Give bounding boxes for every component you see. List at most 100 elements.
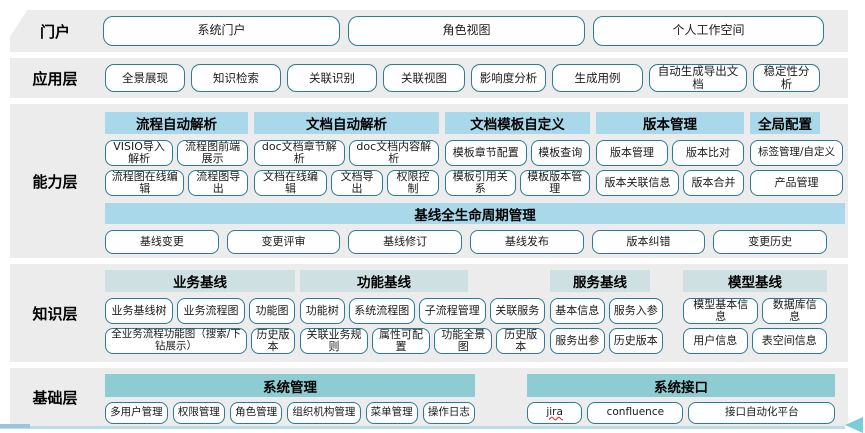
capability-box: 标签管理/自定义 [750,140,843,166]
app-box: 全景展现 [105,64,185,92]
app-box: 关联视图 [383,64,465,92]
capability-box: doc文档章节解析 [254,140,345,166]
portal-box: 个人工作空间 [593,16,824,46]
knowledge-box: 历史版本 [251,328,295,354]
knowledge-box: 关联业务规则 [300,328,368,354]
baseline-box: 基线修订 [348,230,463,254]
baseline-box: 变更历史 [713,230,828,254]
capability-box: 版本关联信息 [596,170,679,196]
knowledge-box: 业务基线树 [105,298,173,324]
knowledge-box: 服务出参 [550,328,605,354]
app-box: 稳定性分析 [753,64,820,92]
knowledge-group-function: 功能基线 功能树 系统流程图 子流程管理 关联服务 关联业务规则 属性可配置 功… [300,270,545,354]
app-box: 知识检索 [191,64,281,92]
knowledge-group-service: 服务基线 基本信息 服务入参 服务出参 历史版本 [550,270,663,354]
knowledge-box: 模型基本信息 [683,298,759,324]
capability-box: 产品管理 [750,170,843,196]
capability-box: VISIO导入解析 [105,140,174,166]
layer-portal: 门户 系统门户 角色视图 个人工作空间 [10,10,848,52]
knowledge-box: 表空间信息 [751,328,827,354]
foundation-group-system-mgmt: 系统管理 多用户管理 权限管理 角色管理 组织机构管理 菜单管理 操作日志 [105,374,475,424]
capability-box: 版本合并 [683,170,744,196]
foundation-box: 角色管理 [230,402,283,424]
baseline-lifecycle-header: 基线全生命周期管理 [105,203,845,224]
foundation-box: 多用户管理 [105,402,168,424]
knowledge-group-business: 业务基线 业务基线树 业务流程图 功能图 全业务流程功能图（搜索/下钻展示） 历… [105,270,295,354]
foundation-box: 权限管理 [172,402,225,424]
capability-box: 模板引用关系 [445,170,516,196]
capability-group-process-parse: 流程自动解析 VISIO导入解析 流程图前端展示 流程图在线编辑 流程图导出 [105,112,248,196]
capability-group-doc-parse: 文档自动解析 doc文档章节解析 doc文档内容解析 文档在线编辑 文档导出 权… [254,112,439,196]
capability-group-template: 文档模板自定义 模板章节配置 模板查询 模板引用关系 模板版本管理 [445,112,590,196]
foundation-group-system-interface: 系统接口 jira confluence 接口自动化平台 [527,374,835,424]
knowledge-box: 功能全景图 [434,328,493,354]
knowledge-box: 数据库信息 [762,298,827,324]
layer-application: 应用层 全景展现 知识检索 关联识别 关联视图 影响度分析 生成用例 自动生成导… [10,58,848,98]
knowledge-box: 功能图 [249,298,295,324]
foundation-box: 接口自动化平台 [688,402,835,424]
foundation-box: 操作日志 [422,402,475,424]
capability-box: 文档在线编辑 [254,170,327,196]
foundation-box: 组织机构管理 [287,402,361,424]
knowledge-box: 用户信息 [683,328,748,354]
baseline-box: 基线发布 [470,230,584,254]
knowledge-group-header: 业务基线 [105,270,295,292]
knowledge-box: 业务流程图 [177,298,245,324]
knowledge-group-header: 模型基线 [683,270,827,292]
capability-group-header: 流程自动解析 [105,112,248,134]
layer-foundation: 基础层 系统管理 多用户管理 权限管理 角色管理 组织机构管理 菜单管理 操作日… [10,368,848,426]
capability-box: 流程图导出 [188,170,248,196]
bottom-divider-line [0,426,845,429]
knowledge-box: 历史版本 [496,328,545,354]
layer-label-knowledge: 知识层 [32,304,78,323]
baseline-box: 基线变更 [105,230,219,254]
capability-box: doc文档内容解析 [348,140,439,166]
slide-corner-cut [0,0,34,52]
capability-group-header: 全局配置 [750,112,820,134]
app-box: 自动生成导出文档 [649,64,747,92]
layer-label-portal: 门户 [39,22,70,41]
capability-group-header: 文档自动解析 [254,112,439,134]
foundation-box-jira: jira [527,402,583,424]
foundation-box: 菜单管理 [365,402,418,424]
knowledge-box: 全业务流程功能图（搜索/下钻展示） [105,328,248,354]
layer-label-foundation: 基础层 [32,388,78,407]
capability-box: 模板章节配置 [445,140,527,166]
capability-box: 权限控制 [387,170,439,196]
knowledge-box: 关联服务 [489,298,545,324]
foundation-group-header: 系统接口 [527,374,835,397]
knowledge-box: 子流程管理 [419,298,486,324]
knowledge-box: 基本信息 [550,298,605,324]
knowledge-box: 服务入参 [608,298,663,324]
baseline-box: 版本纠错 [591,230,706,254]
capability-box: 模板版本管理 [519,170,590,196]
app-box: 生成用例 [552,64,643,92]
capability-box: 流程图前端展示 [177,140,248,166]
capability-group-header: 版本管理 [596,112,744,134]
layer-knowledge: 知识层 业务基线 业务基线树 业务流程图 功能图 全业务流程功能图（搜索/下钻展… [10,264,848,362]
knowledge-group-header: 功能基线 [300,270,468,292]
knowledge-box: 属性可配置 [371,328,431,354]
bottom-divider-line-cap [0,424,30,428]
capability-box: 文档导出 [331,170,383,196]
knowledge-group-header: 服务基线 [550,270,650,292]
layer-label-application: 应用层 [32,69,78,88]
layer-label-capability: 能力层 [32,172,78,191]
knowledge-box: 历史版本 [608,328,663,354]
app-box: 影响度分析 [471,64,546,92]
capability-box: 模板查询 [530,140,590,166]
knowledge-box: 系统流程图 [348,298,415,324]
capability-group-header: 文档模板自定义 [445,112,590,134]
foundation-box: confluence [587,402,684,424]
app-box: 关联识别 [287,64,377,92]
capability-box: 流程图在线编辑 [105,170,185,196]
capability-group-version: 版本管理 版本管理 版本比对 版本关联信息 版本合并 [596,112,744,196]
layer-capability: 能力层 流程自动解析 VISIO导入解析 流程图前端展示 流程图在线编辑 流程图… [10,104,848,258]
portal-box: 系统门户 [103,16,340,46]
capability-group-global-config: 全局配置 标签管理/自定义 产品管理 [750,112,843,196]
capability-box: 版本管理 [596,140,668,166]
portal-box: 角色视图 [348,16,585,46]
foundation-group-header: 系统管理 [105,374,475,397]
knowledge-group-model: 模型基线 模型基本信息 数据库信息 用户信息 表空间信息 [683,270,827,354]
